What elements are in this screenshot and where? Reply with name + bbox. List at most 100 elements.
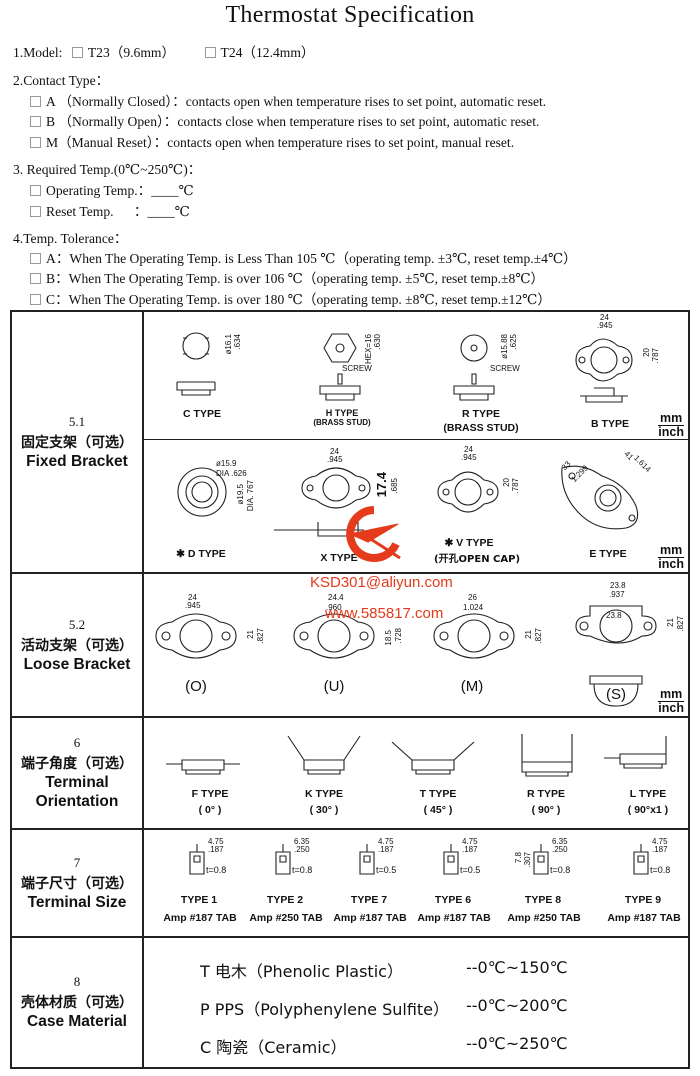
loose-u-drawing (293, 613, 375, 659)
dim-label: .187 (378, 845, 394, 854)
dim-label: ø16.1 (224, 334, 233, 355)
section-number: 7 (73, 854, 81, 870)
dim-label: .630 (373, 334, 382, 350)
operating-temp-row: Operating Temp.：____℃ (30, 179, 194, 199)
terminal-tab-caption: Amp #250 TAB (249, 912, 323, 924)
loose-u-caption: (U) (323, 678, 345, 695)
v-type-subcaption: (开孔OPEN CAP) (433, 554, 521, 565)
r-type-caption: R TYPE (462, 408, 500, 420)
model-t23-checkbox[interactable] (71, 47, 83, 58)
contact-type-label: 2.Contact Type： (13, 73, 110, 88)
dim-label: 20 (502, 478, 511, 487)
section-en-title: Terminal (45, 774, 109, 791)
loose-bracket-row: 5.2 活动支架（可选） Loose Bracket 24 .945 21 .8… (12, 574, 688, 718)
contact-option-a: A （Normally Closed）：contacts open when t… (30, 90, 546, 110)
terminal-type-caption: TYPE 8 (524, 894, 562, 906)
dim-label: .250 (552, 845, 568, 854)
thickness-label: t=0.8 (292, 865, 313, 875)
terminal-tab-caption: Amp #187 TAB (163, 912, 237, 924)
l-type-angle: ( 90°x1 ) (627, 804, 669, 816)
e-type-caption: E TYPE (589, 548, 627, 560)
terminal-size-label: 7 端子尺寸（可选） Terminal Size (12, 830, 144, 936)
e-type-drawing (561, 465, 639, 530)
section-en-title: Orientation (35, 793, 119, 810)
dim-label: HEX=16 (364, 334, 373, 365)
tolerance-c-checkbox[interactable] (30, 294, 41, 305)
terminal-tab-drawing (533, 844, 549, 875)
h-type-subcaption: (BRASS STUD) (313, 418, 371, 427)
section-en-title: Loose Bracket (23, 655, 131, 673)
x-type-drawing (274, 467, 371, 537)
terminal-tab-drawing (633, 844, 649, 875)
model-t23-label: T23（9.6mm） (87, 45, 176, 60)
dim-label: 23.8 (606, 611, 622, 620)
dim-label: ø15.9 (216, 459, 237, 468)
terminal-tab-drawing (359, 844, 375, 875)
r-type-subcaption: (BRASS STUD) (443, 422, 519, 434)
dim-label: .945 (461, 453, 477, 462)
section-cn-title: 端子角度（可选） (21, 756, 133, 772)
dim-label: 21 (666, 618, 675, 627)
fixed-bracket-lower: ø15.9 DIA .626 ø19.5 DIA. 767 ✱ D TYPE 2… (144, 440, 688, 572)
dim-label: .634 (233, 334, 242, 350)
dim-label: .827 (676, 616, 685, 632)
dim-label: 20 (642, 348, 651, 357)
dim-label: 24 (600, 313, 609, 322)
tolerance-a-checkbox[interactable] (30, 253, 41, 264)
operating-temp-checkbox[interactable] (30, 185, 41, 196)
dim-label: 24 (330, 447, 339, 456)
required-temp-label: 3. Required Temp.(0℃~250℃)： (13, 162, 202, 177)
dim-label: 21 (246, 630, 255, 639)
b-type-caption: B TYPE (591, 418, 629, 430)
reset-temp-row: Reset Temp. ：____℃ (30, 200, 190, 220)
contact-m-checkbox[interactable] (30, 137, 41, 148)
tolerance-b-checkbox[interactable] (30, 273, 41, 284)
dim-label: 24 (188, 593, 197, 602)
terminal-type-caption: TYPE 7 (350, 894, 388, 906)
dim-label: .250 (294, 845, 310, 854)
thickness-label: t=0.8 (550, 865, 571, 875)
dim-label: .187 (462, 845, 478, 854)
dim-label: .187 (208, 845, 224, 854)
terminal-type-caption: TYPE 9 (624, 894, 662, 906)
material-range: --0℃~150℃ (466, 958, 568, 977)
model-t24-label: T24（12.4mm） (220, 45, 315, 60)
terminal-tab-drawing (443, 844, 459, 875)
f-type-drawing (166, 759, 240, 775)
dim-label: .307 (523, 852, 532, 868)
tolerance-c-text: C：When The Operating Temp. is over 180 ℃… (46, 292, 551, 307)
thickness-label: t=0.8 (206, 865, 227, 875)
contact-option-b: B （Normally Open）：contacts close when te… (30, 110, 539, 130)
contact-m-text: M（Manual Reset）：contacts open when tempe… (46, 135, 515, 150)
contact-b-checkbox[interactable] (30, 116, 41, 127)
tolerance-option-a: A：When The Operating Temp. is Less Than … (30, 247, 577, 267)
l-type-drawing (604, 736, 667, 769)
r-type-orient-drawing (521, 734, 573, 777)
terminal-orientation-area: F TYPE ( 0° ) K TYPE ( 30° ) T TYPE ( 45… (144, 718, 688, 828)
spec-table: 5.1 固定支架（可选） Fixed Bracket ø16.1 .634 C … (10, 310, 690, 1069)
loose-o-caption: (O) (185, 678, 207, 695)
model-t24-checkbox[interactable] (204, 47, 216, 58)
thickness-label: t=0.8 (650, 865, 671, 875)
fixed-bracket-upper: ø16.1 .634 C TYPE HEX=16 .630 SCREW H TY… (144, 312, 688, 440)
contact-a-checkbox[interactable] (30, 96, 41, 107)
reset-temp-checkbox[interactable] (30, 206, 41, 217)
dim-label: 18.5 (384, 630, 393, 646)
model-row: 1.Model: T23（9.6mm） T24（12.4mm） (13, 41, 315, 61)
h-type-caption: H TYPE (325, 408, 359, 418)
tolerance-a-text: A：When The Operating Temp. is Less Than … (46, 251, 577, 266)
v-type-caption: ✱ V TYPE (444, 537, 494, 549)
loose-bracket-area: 24 .945 21 .827 (O) 24.4 .960 18.5 .728 … (144, 574, 688, 716)
k-type-caption: K TYPE (305, 788, 343, 800)
section-cn-title: 活动支架（可选） (21, 637, 133, 654)
r-type-orient-angle: ( 90° ) (531, 804, 561, 816)
d-type-caption: ✱ D TYPE (176, 548, 226, 560)
tolerance-option-b: B：When The Operating Temp. is over 106 ℃… (30, 267, 544, 287)
screw-label: SCREW (342, 364, 372, 373)
